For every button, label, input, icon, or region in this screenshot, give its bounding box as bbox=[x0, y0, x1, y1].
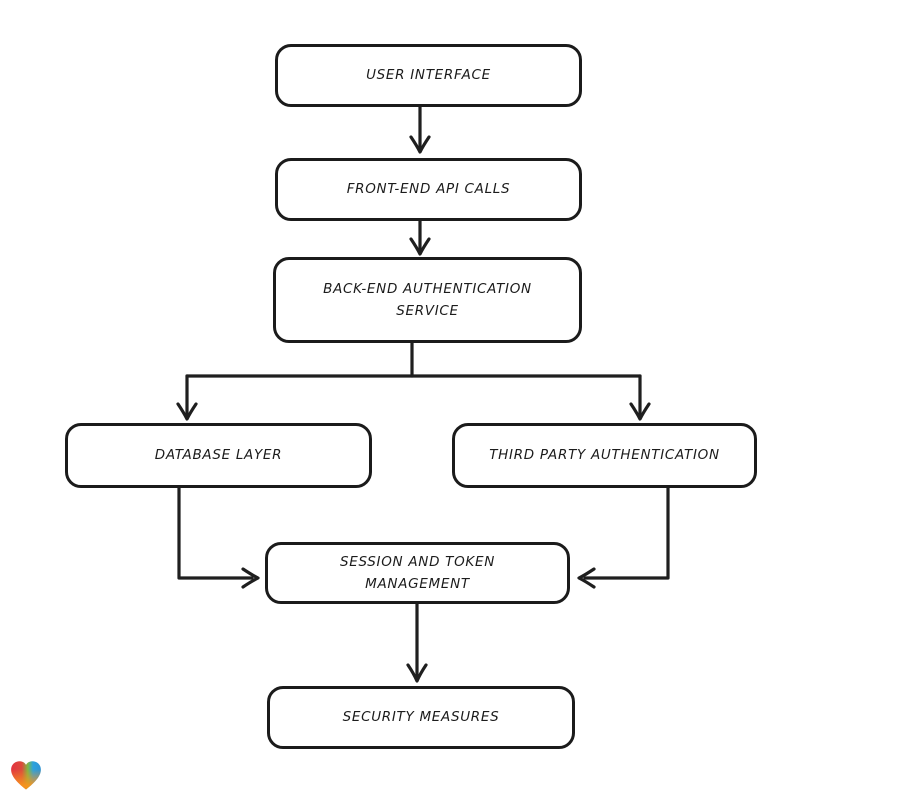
edge-thirdparty-to-session[interactable] bbox=[577, 486, 670, 589]
node-label: THIRD PARTY AUTHENTICATION bbox=[489, 447, 720, 464]
edge-backend-branch[interactable] bbox=[176, 341, 651, 421]
node-user-interface[interactable]: USER INTERFACE bbox=[275, 44, 582, 107]
node-label: DATABASE LAYER bbox=[154, 447, 283, 464]
node-database-layer[interactable]: DATABASE LAYER bbox=[65, 423, 372, 488]
node-back-end-auth-service[interactable]: BACK-END AUTHENTICATION SERVICE bbox=[273, 257, 582, 343]
edge-frontend-to-backend[interactable] bbox=[409, 219, 431, 256]
node-label: SECURITY MEASURES bbox=[342, 709, 500, 726]
node-label: FRONT-END API CALLS bbox=[346, 181, 511, 198]
edge-session-to-security[interactable] bbox=[406, 602, 428, 683]
node-label: SESSION AND TOKEN MANAGEMENT bbox=[339, 553, 496, 592]
node-third-party-auth[interactable]: THIRD PARTY AUTHENTICATION bbox=[452, 423, 757, 488]
node-session-token-mgmt[interactable]: SESSION AND TOKEN MANAGEMENT bbox=[265, 542, 570, 604]
node-label: USER INTERFACE bbox=[366, 67, 491, 84]
gradient-heart-logo-icon[interactable] bbox=[9, 758, 43, 792]
node-label: BACK-END AUTHENTICATION SERVICE bbox=[323, 280, 532, 319]
node-front-end-api-calls[interactable]: FRONT-END API CALLS bbox=[275, 158, 582, 221]
edge-ui-to-frontend[interactable] bbox=[409, 105, 431, 154]
edge-database-to-session[interactable] bbox=[177, 486, 260, 589]
node-security-measures[interactable]: SECURITY MEASURES bbox=[267, 686, 575, 749]
